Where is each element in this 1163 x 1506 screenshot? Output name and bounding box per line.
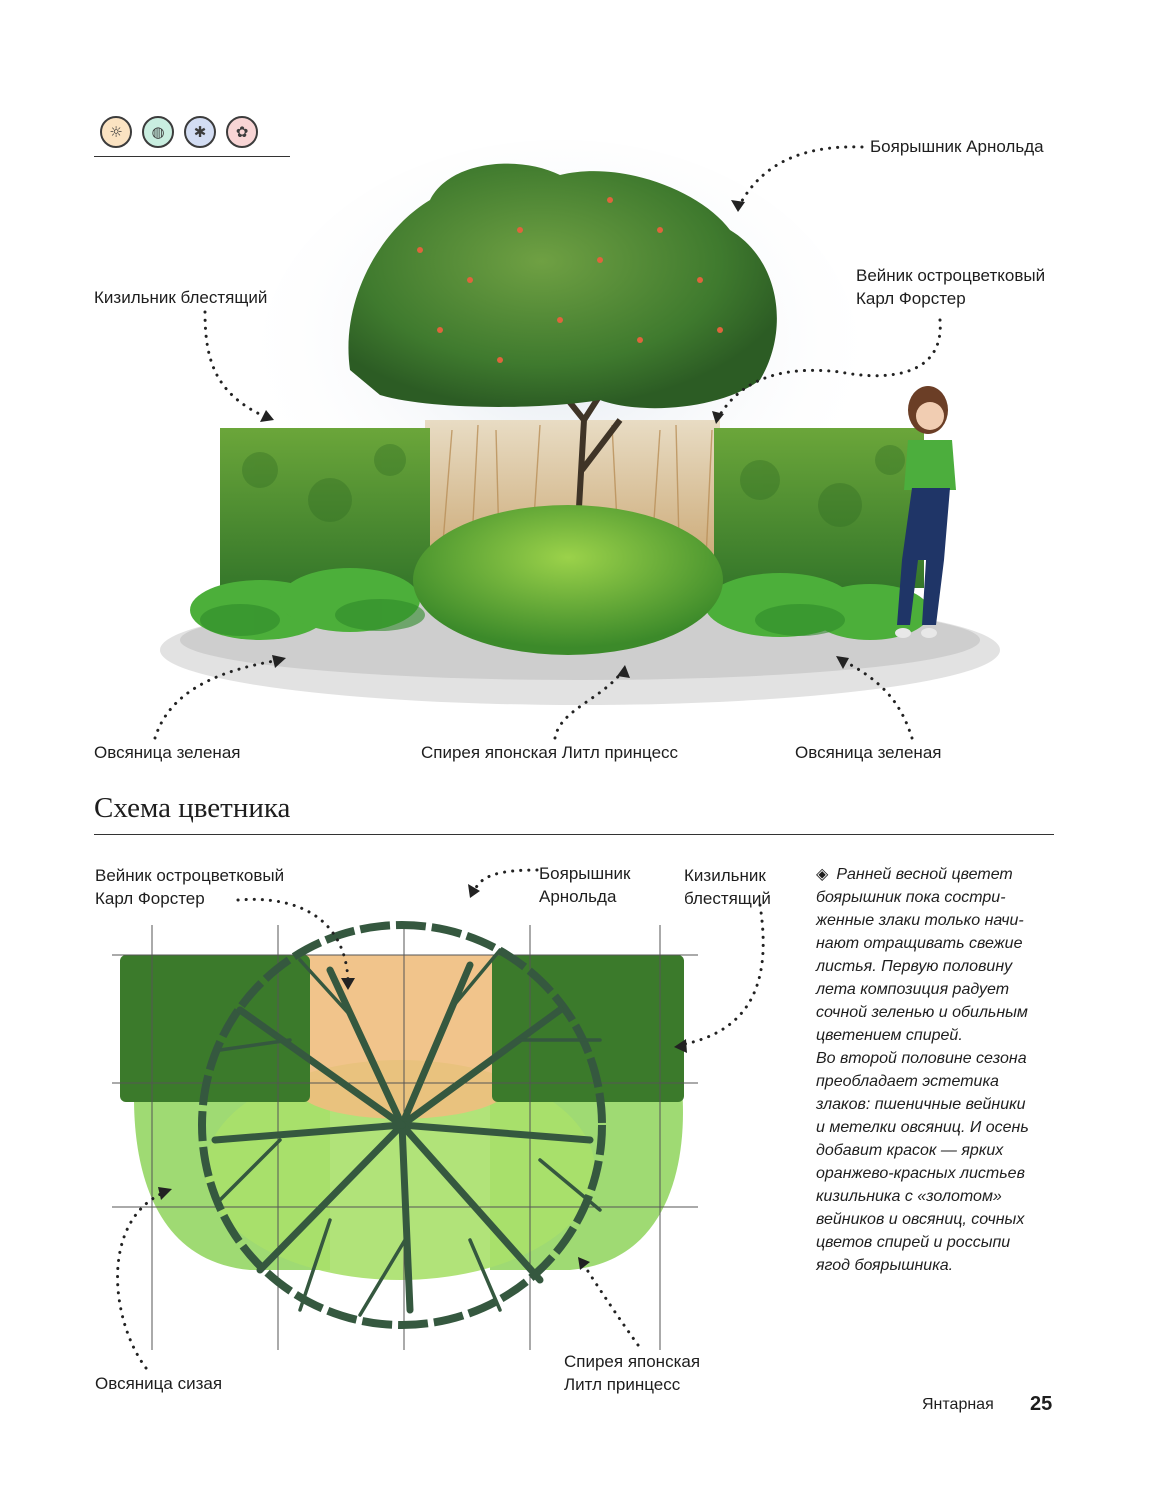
scheme-label-hawthorn-line1: Боярышник — [539, 864, 631, 883]
diamond-bullet-icon: ◈ — [816, 864, 829, 883]
label-cotoneaster: Кизильник блестящий — [94, 288, 268, 307]
scheme-label-cotoneaster-line2: блестящий — [684, 889, 771, 908]
top-divider — [94, 156, 290, 157]
flower-icon: ✿ — [226, 116, 258, 148]
scheme-label-reed-line1: Вейник остроцветковый — [95, 866, 285, 885]
climate-icons: ☼ ◍ ✱ ✿ — [100, 116, 258, 148]
description-text: ◈Ранней весной цветет боярышник пока сос… — [816, 864, 1029, 1274]
footer-section-name: Янтарная — [922, 1396, 994, 1413]
scheme-label-hawthorn-line2: Арнольда — [539, 887, 617, 906]
snowflake-icon: ✱ — [184, 116, 216, 148]
scheme-label-spirea-line2: Литл принцесс — [564, 1375, 681, 1394]
scheme-label-cotoneaster-line1: Кизильник — [684, 866, 766, 885]
label-fescue-left: Овсяница зеленая — [94, 743, 241, 762]
scheme-label-reed-line2: Карл Форстер — [95, 889, 205, 908]
label-fescue-right: Овсяница зеленая — [795, 743, 942, 762]
woman-figure — [895, 386, 956, 638]
label-reed-line2: Карл Форстер — [856, 289, 966, 308]
scheme-label-spirea-line1: Спирея японская — [564, 1352, 701, 1371]
label-reed-line1: Вейник остроцветковый — [856, 266, 1046, 285]
sun-icon: ☼ — [100, 116, 132, 148]
page-number: 25 — [1030, 1393, 1053, 1415]
label-hawthorn: Боярышник Арнольда — [870, 137, 1044, 156]
section-divider — [94, 834, 1054, 835]
section-title: Схема цветника — [94, 792, 291, 824]
garden-illustration — [153, 140, 1000, 740]
label-spirea: Спирея японская Литл принцесс — [421, 743, 679, 762]
planting-scheme — [112, 868, 765, 1370]
water-drops-icon: ◍ — [142, 116, 174, 148]
scheme-label-fescue: Овсяница сизая — [95, 1374, 223, 1393]
